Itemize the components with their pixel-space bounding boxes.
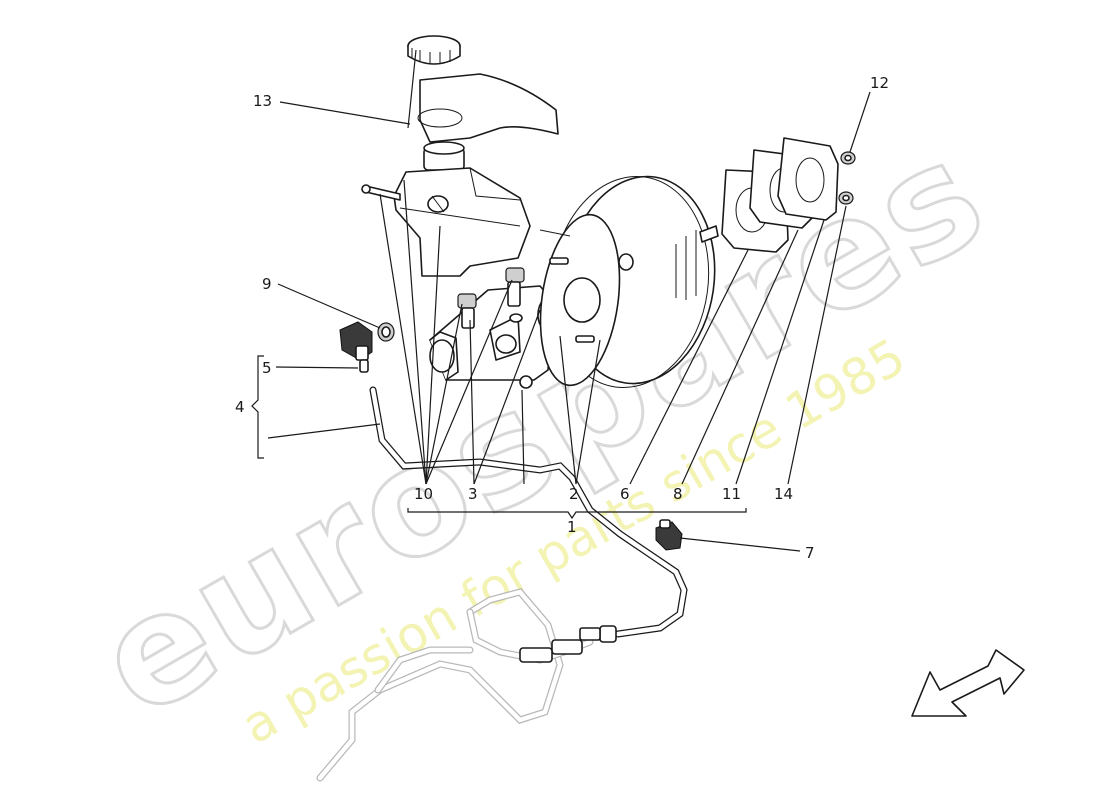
callout-6: 6	[620, 485, 630, 503]
callout-4: 4	[235, 398, 245, 416]
callout-13: 13	[253, 92, 272, 110]
callout-10: 10	[414, 485, 433, 503]
leader-lines	[251, 49, 871, 552]
brake-fluid-reservoir	[361, 141, 531, 277]
hose-clip	[655, 519, 683, 551]
callout-9: 9	[262, 275, 272, 293]
callout-14: 14	[774, 485, 793, 503]
brake-vacuum-hose	[369, 386, 688, 663]
master-cylinder	[429, 267, 553, 389]
heat-shield	[417, 73, 559, 143]
pressure-sensor	[339, 321, 395, 373]
callout-labels: 13 12 9 5 4 10 3 2 6 8 11 14 1 7	[235, 74, 889, 562]
callout-7: 7	[805, 544, 815, 562]
reservoir-cap	[407, 35, 461, 65]
callout-12: 12	[870, 74, 889, 92]
callout-2: 2	[569, 485, 579, 503]
secondary-brake-lines	[316, 588, 594, 782]
callout-3: 3	[468, 485, 478, 503]
callout-11: 11	[722, 485, 741, 503]
booster-nuts	[838, 151, 856, 205]
callout-5: 5	[262, 359, 272, 377]
callout-8: 8	[673, 485, 683, 503]
booster-gaskets	[721, 137, 839, 253]
direction-arrow	[911, 649, 1025, 717]
callout-1: 1	[567, 518, 577, 536]
